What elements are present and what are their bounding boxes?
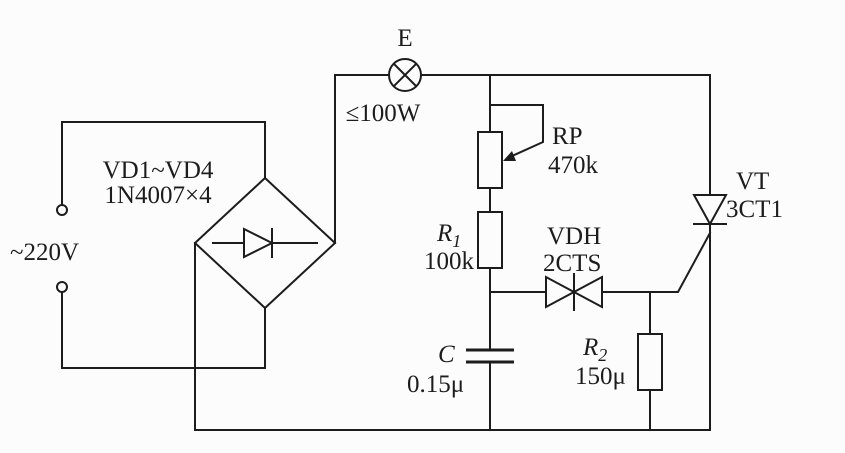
r2-name-label: R2 [582, 334, 607, 365]
diac-triangle-left [545, 275, 577, 309]
diac-part-label: 2CTS [543, 250, 601, 277]
potentiometer-symbol [477, 131, 503, 189]
ac-input: ~220V [10, 204, 79, 293]
r1-name-label: R1 [436, 220, 461, 251]
resistor-r2: R2 150μ [575, 333, 663, 391]
potentiometer-rp: RP 470k [477, 104, 599, 189]
wire-dc-positive-riser [334, 74, 390, 244]
rp-name-label: RP [552, 123, 583, 150]
rp-value-label: 470k [548, 152, 599, 179]
wire-diac-to-gate [601, 231, 712, 293]
thyristor-vt: VT 3CT1 [692, 168, 783, 227]
c-value-label: 0.15μ [407, 371, 464, 398]
thyristor-triangle [692, 194, 728, 227]
wire-ac-bottom [61, 291, 266, 369]
lamp-symbol [388, 58, 422, 92]
wire-ac-top [61, 121, 266, 206]
vt-part-label: 3CT1 [726, 196, 783, 223]
ac-terminal-top [56, 204, 68, 216]
resistor-r2-symbol [637, 333, 663, 391]
diac-vdh: VDH 2CTS [543, 223, 603, 311]
bridge-diode-triangle [243, 227, 275, 259]
resistor-r1-symbol [477, 211, 503, 269]
ac-terminal-bottom [56, 281, 68, 293]
lamp-cross [392, 62, 418, 88]
bridge-rectifier: VD1~VD4 1N4007×4 [103, 157, 337, 310]
wires [61, 74, 712, 431]
bridge-rectifier-symbol [193, 176, 337, 310]
bridge-name-label: VD1~VD4 [103, 157, 214, 184]
lamp-rating-label: ≤100W [346, 100, 421, 127]
wire-top-rail [420, 74, 711, 196]
bridge-diode-symbol [212, 227, 318, 259]
ac-voltage-label: ~220V [10, 239, 79, 266]
r1-value-label: 100k [424, 248, 475, 275]
lamp-name-label: E [397, 25, 412, 52]
bridge-part-label: 1N4007×4 [104, 182, 212, 209]
wire-dc-negative-and-bottom-rail [194, 242, 711, 431]
lamp: E ≤100W [346, 25, 422, 127]
resistor-r1: R1 100k [424, 211, 503, 275]
c-name-label: C [438, 341, 455, 368]
diac-triangle-right [571, 275, 603, 309]
potentiometer-wiper-arrow [503, 151, 516, 161]
diac-name-label: VDH [547, 223, 601, 250]
potentiometer-wiper-wire [489, 104, 544, 158]
r2-value-label: 150μ [575, 363, 626, 390]
vt-name-label: VT [736, 168, 769, 195]
capacitor-c: C 0.15μ [407, 341, 514, 398]
